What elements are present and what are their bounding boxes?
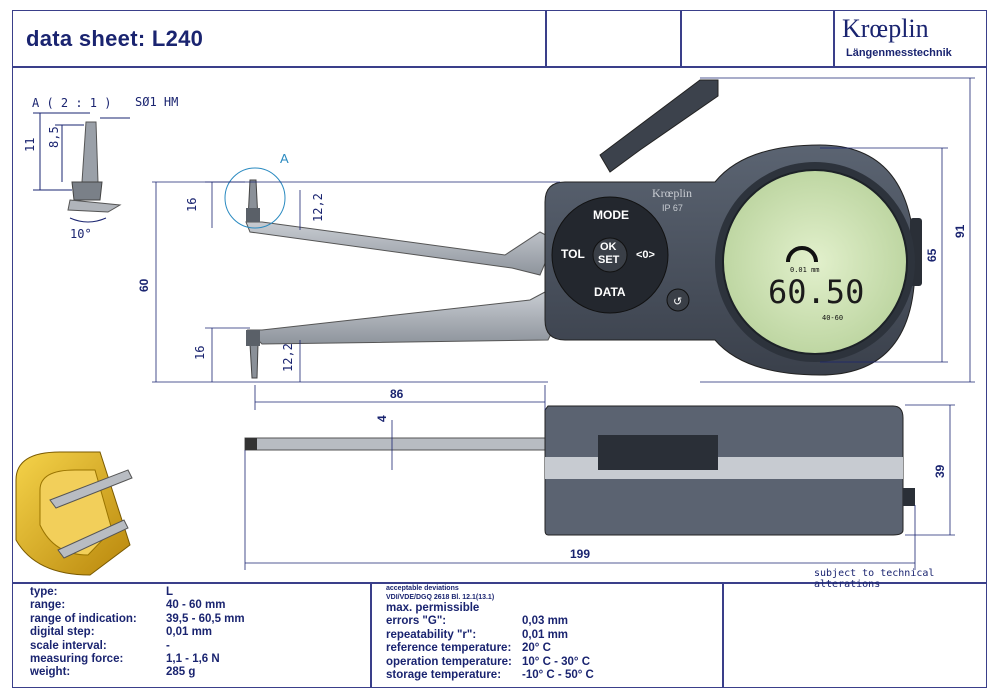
spec-label: repeatability "r":: [386, 628, 477, 641]
spec-label: scale interval:: [30, 639, 107, 652]
mode-button[interactable]: MODE: [593, 208, 629, 222]
display-range: 40-60: [822, 314, 843, 322]
spec-label: range of indication:: [30, 612, 137, 625]
detail-tip-label: SØ1 HM: [135, 95, 178, 109]
spec-label: operation temperature:: [386, 655, 512, 668]
ok-button[interactable]: OK: [600, 241, 617, 253]
zero-button[interactable]: <0>: [636, 249, 655, 261]
spec-label: type:: [30, 586, 58, 598]
dim-height-65: 65: [925, 248, 939, 262]
dim-lower-12-2: 12,2: [281, 343, 295, 372]
dim-upper-16: 16: [185, 198, 199, 212]
footer-col-1: [370, 582, 372, 688]
device-brand: Krœplin: [652, 186, 692, 200]
spec-values-right: 0,03 mm 0,01 mm 20° C 10° C - 30° C -10°…: [522, 602, 594, 682]
spec-value: [522, 602, 594, 615]
alteration-note: subject to technical alterations: [814, 568, 935, 590]
dim-height-60: 60: [137, 278, 151, 292]
spec-label: errors "G":: [386, 615, 447, 628]
spec-value: 40 - 60 mm: [166, 599, 226, 612]
button-pad: [551, 196, 690, 314]
callout-label: A: [280, 151, 289, 166]
spec-labels-left: type: range: range of indication: digita…: [30, 586, 137, 680]
dim-length-86: 86: [390, 387, 404, 401]
spec-label: max. permissible: [386, 602, 480, 614]
spec-values-left: L 40 - 60 mm 39,5 - 60,5 mm 0,01 mm - 1,…: [166, 586, 245, 680]
deviation-heading: acceptable deviations: [386, 585, 459, 592]
dimension-lines: [152, 77, 975, 570]
spec-label: digital step:: [30, 626, 95, 639]
dim-length-199: 199: [570, 547, 590, 561]
brand-subtitle: Längenmesstechnik: [846, 47, 952, 59]
side-view: [244, 405, 915, 536]
spec-label: storage temperature:: [386, 669, 502, 682]
spec-value: 0,03 mm: [522, 615, 569, 628]
detail-label: A ( 2 : 1 ): [32, 96, 111, 110]
detail-dim-8-5: 8,5: [47, 126, 61, 148]
device-body: [544, 144, 922, 376]
data-button[interactable]: DATA: [594, 285, 626, 299]
spec-value: 285 g: [166, 666, 196, 679]
dim-height-39: 39: [933, 464, 947, 478]
spec-labels-right: max. permissible errors "G": repeatabili…: [386, 602, 512, 682]
display-arc-icon: [786, 246, 818, 263]
upper-arm: [245, 179, 556, 276]
dim-lower-16: 16: [193, 346, 207, 360]
detail-a: [33, 112, 130, 223]
spec-value: -10° C - 50° C: [522, 669, 594, 682]
spec-value: 20° C: [522, 642, 551, 655]
display-step: 0.01 mm: [790, 266, 820, 274]
spec-value: 10° C - 30° C: [522, 655, 591, 668]
spec-value: -: [166, 639, 170, 652]
dim-height-91: 91: [953, 224, 967, 238]
sheet-frame: [12, 10, 987, 688]
brand-logo: Krœplin: [842, 14, 929, 43]
device-ip-rating: IP 67: [662, 203, 683, 213]
lever: [599, 79, 719, 173]
dim-upper-12-2: 12,2: [311, 193, 325, 222]
spec-label: range:: [30, 599, 66, 612]
header-col-3: [833, 10, 835, 67]
spec-label: reference temperature:: [386, 642, 512, 655]
tol-button[interactable]: TOL: [561, 247, 585, 261]
spec-value: 0,01 mm: [166, 626, 213, 639]
deviation-standard: VDI/VDE/DGQ 2618 Bl. 12.1(13.1): [386, 594, 495, 601]
header-col-2: [680, 10, 682, 67]
detail-dim-11: 11: [23, 138, 37, 152]
spec-label: weight:: [30, 666, 71, 679]
display-value: 60.50: [768, 273, 864, 311]
spec-value: 1,1 - 1,6 N: [166, 653, 220, 666]
spec-label: measuring force:: [30, 653, 124, 666]
spec-value: 0,01 mm: [522, 628, 569, 641]
callout-circle: [224, 167, 286, 229]
spec-value: L: [166, 586, 174, 598]
footer-divider: [12, 582, 987, 584]
page-title: data sheet: L240: [26, 26, 204, 51]
spec-value: 39,5 - 60,5 mm: [166, 612, 245, 625]
footer-col-2: [722, 582, 724, 688]
set-button[interactable]: SET: [598, 254, 620, 266]
header-divider: [12, 66, 987, 68]
ring-gauge: [15, 451, 133, 576]
detail-dim-angle: 10°: [70, 227, 92, 241]
dim-thickness-4: 4: [375, 415, 389, 422]
reset-icon[interactable]: ↺: [673, 295, 682, 308]
header-col-1: [545, 10, 547, 67]
